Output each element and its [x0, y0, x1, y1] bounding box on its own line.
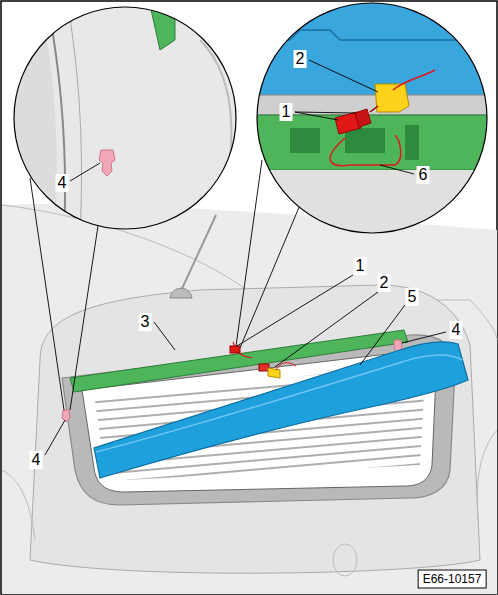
callout-number: 2 — [378, 274, 391, 292]
car-body — [2, 204, 497, 594]
leader-line — [45, 60, 446, 455]
callout-number: 5 — [406, 288, 419, 306]
clip — [62, 410, 70, 422]
callout-number: 6 — [417, 166, 430, 184]
callout-number: 2 — [294, 50, 307, 68]
callout-number: 4 — [30, 451, 43, 469]
callout-number: 4 — [450, 321, 463, 339]
callout-number: 3 — [139, 313, 152, 331]
callout-number: 1 — [354, 257, 367, 275]
figure-number: E66-10157 — [418, 570, 487, 589]
detail-inset — [255, 0, 495, 240]
detail-inset — [10, 5, 245, 235]
callout-number: 4 — [56, 174, 69, 192]
callout-number: 1 — [280, 103, 293, 121]
